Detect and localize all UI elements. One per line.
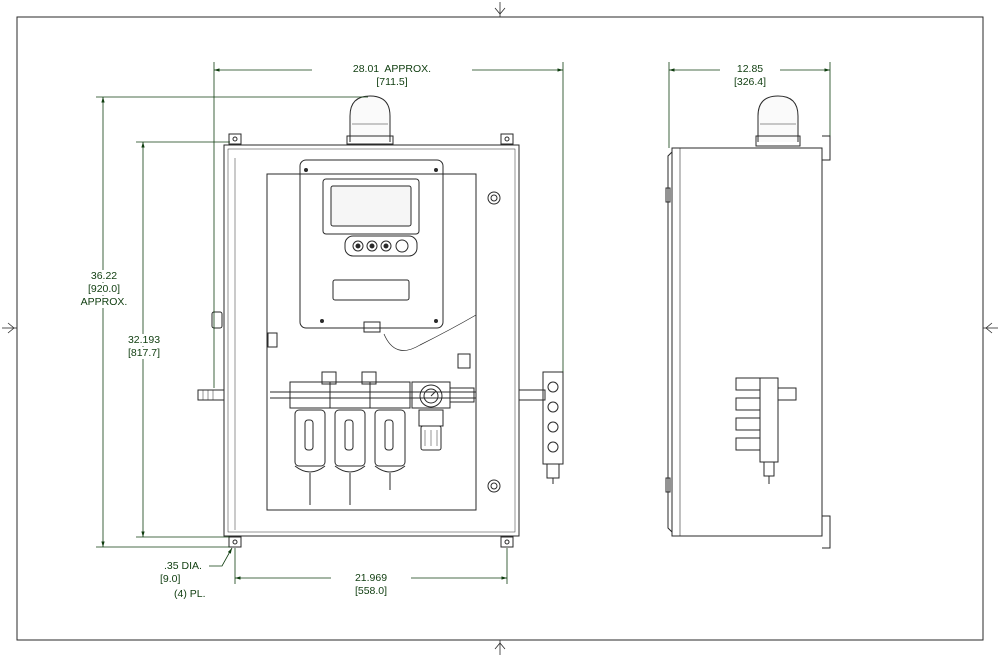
overall-depth-value: 12.85 (720, 63, 780, 75)
overall-height-metric: [920.0] (76, 283, 132, 295)
mount-hole-metric: [9.0] (160, 573, 181, 585)
overall-width-label: 28.01 APPROX. (312, 63, 472, 75)
inlet-pipe-icon (197, 389, 225, 401)
mounting-tab-icon (228, 133, 514, 548)
overall-width-metric: [711.5] (376, 76, 408, 88)
mount-hole-qty: (4) PL. (174, 588, 206, 600)
filter-assembly-icon (289, 371, 411, 505)
overall-height-note: APPROX. (76, 296, 132, 308)
front-view (197, 95, 564, 548)
pressure-regulator-icon (411, 381, 475, 451)
mount-spacing-metric: [558.0] (354, 585, 388, 597)
overall-width-value: 28.01 (352, 63, 380, 75)
analyzer-unit-icon (299, 159, 477, 351)
enclosure-height-metric: [817.7] (116, 347, 172, 359)
mount-hole-value: .35 DIA. (164, 560, 202, 572)
viewing-window (266, 173, 477, 511)
center-mark-right-icon (983, 322, 998, 334)
panel-screw-icon (487, 191, 501, 493)
drawing-frame (16, 16, 984, 641)
side-enclosure-body (671, 147, 823, 537)
side-view (665, 95, 831, 549)
overall-height-value: 36.22 (76, 270, 132, 282)
center-mark-bottom-icon (494, 640, 506, 655)
overall-depth-metric: [326.4] (733, 76, 767, 88)
center-mark-left-icon (2, 322, 17, 334)
side-beacon-light-icon (755, 95, 801, 147)
center-mark-top-icon (494, 2, 506, 17)
fitting-icon (267, 332, 278, 348)
outlet-manifold-icon (518, 371, 564, 484)
beacon-light-icon (346, 95, 394, 145)
leader-mount-hole (209, 547, 233, 567)
dimension-lines (96, 62, 831, 584)
enclosure-height-value: 32.193 (116, 334, 172, 346)
mount-spacing-value: 21.969 (331, 572, 411, 584)
enclosure-body (223, 144, 520, 537)
side-manifold-icon (735, 377, 797, 484)
overall-width-note: APPROX. (384, 63, 432, 75)
door-latch-icon (211, 311, 223, 329)
